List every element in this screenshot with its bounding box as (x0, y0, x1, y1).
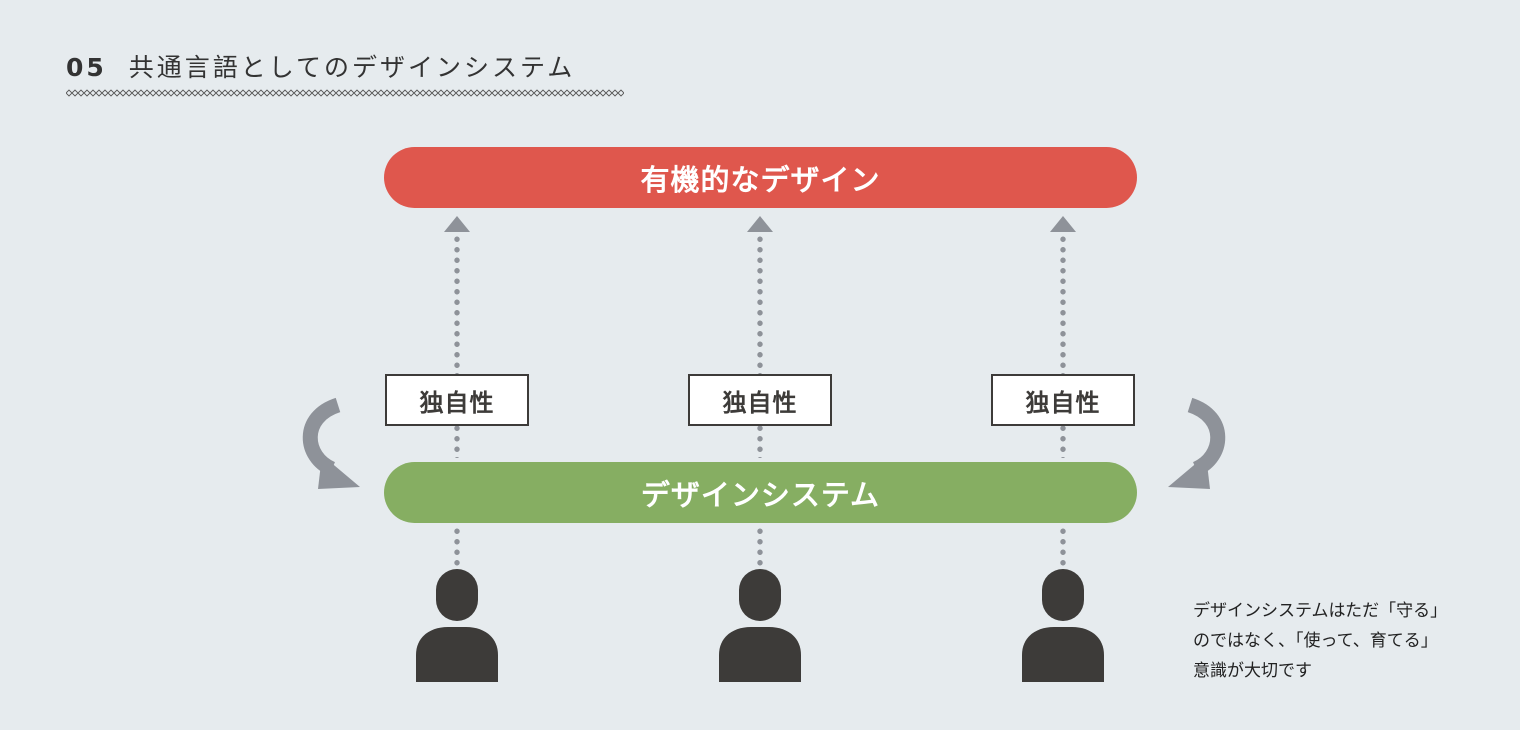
up-arrow-icon (747, 216, 773, 232)
uniqueness-badge-left: 独自性 (385, 374, 529, 426)
uniqueness-badge-center: 独自性 (688, 374, 832, 426)
person-icon (1022, 569, 1104, 682)
dotted-connector-person-center (757, 526, 763, 566)
dotted-connector-center (757, 234, 763, 458)
organic-design-bar: 有機的なデザイン (384, 147, 1137, 208)
note-line: のではなく、「使って、育てる」 (1193, 631, 1438, 651)
dotted-connector-person-left (454, 526, 460, 566)
curved-arrow-icon (302, 397, 360, 489)
dotted-connector-left (454, 234, 460, 458)
person-icon (719, 569, 801, 682)
note-line: 意識が大切です (1193, 661, 1312, 681)
explanatory-note: デザインシステムはただ「守る」 のではなく、「使って、育てる」 意識が大切です (1193, 596, 1483, 686)
section-heading: 05 共通言語としてのデザインシステム (66, 48, 575, 88)
note-line: デザインシステムはただ「守る」 (1193, 601, 1448, 621)
dotted-connector-right (1060, 234, 1066, 458)
design-system-label: デザインシステム (640, 477, 881, 512)
design-system-bar: デザインシステム (384, 462, 1137, 523)
section-number: 05 (66, 53, 107, 82)
section-title: 共通言語としてのデザインシステム (128, 53, 576, 82)
person-icon (416, 569, 498, 682)
organic-design-label: 有機的なデザイン (640, 162, 881, 197)
dotted-connector-person-right (1060, 526, 1066, 566)
curved-arrow-icon (1168, 397, 1226, 489)
up-arrow-icon (1050, 216, 1076, 232)
zigzag-underline (66, 89, 624, 97)
up-arrow-icon (444, 216, 470, 232)
uniqueness-badge-right: 独自性 (991, 374, 1135, 426)
